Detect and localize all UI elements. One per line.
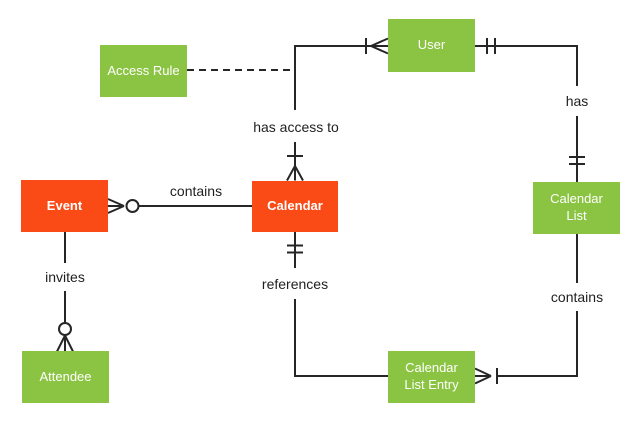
entity-user[interactable]: User [388, 19, 475, 72]
entity-attendee[interactable]: Attendee [22, 351, 109, 403]
cardinality-one-or-many-marker [474, 367, 498, 385]
entity-user-label: User [417, 37, 446, 53]
cardinality-zero-or-many-marker [107, 198, 140, 214]
connector-references [287, 232, 388, 377]
relationship-label-invites: invites [43, 269, 87, 285]
connector-contains-event-calendar [107, 198, 252, 214]
entity-event[interactable]: Event [21, 180, 108, 232]
relationship-label-has-access-to: has access to [251, 119, 341, 135]
entity-access-rule-label: Access Rule [107, 62, 180, 78]
entity-calendar-list[interactable]: Calendar List [533, 182, 620, 234]
relationship-label-has: has [563, 93, 591, 109]
connector-has [475, 38, 585, 182]
entity-calendar-list-entry-label: Calendar List Entry [404, 360, 459, 392]
entity-calendar-list-entry[interactable]: Calendar List Entry [388, 351, 475, 403]
entity-calendar-list-label: Calendar List [550, 191, 603, 223]
cardinality-one-and-only-one-marker [486, 38, 496, 54]
cardinality-one-and-only-one-marker [569, 156, 585, 165]
relationship-label-contains-list-entry: contains [548, 289, 606, 305]
relationship-label-contains-event-calendar: contains [167, 183, 225, 199]
entity-calendar[interactable]: Calendar [252, 181, 338, 232]
entity-calendar-label: Calendar [267, 198, 323, 214]
connector-contains-list-entry [474, 234, 578, 385]
connector-invites [56, 232, 74, 352]
entity-access-rule[interactable]: Access Rule [100, 45, 187, 97]
cardinality-one-and-only-one-marker [287, 244, 303, 254]
cardinality-one-or-many-marker [286, 155, 304, 181]
relationship-label-references: references [259, 276, 331, 292]
connector-has-access-to [286, 37, 389, 181]
cardinality-zero-or-many-marker [56, 322, 74, 352]
entity-attendee-label: Attendee [39, 368, 92, 384]
entity-event-label: Event [46, 197, 83, 213]
cardinality-one-or-many-marker [365, 37, 389, 55]
